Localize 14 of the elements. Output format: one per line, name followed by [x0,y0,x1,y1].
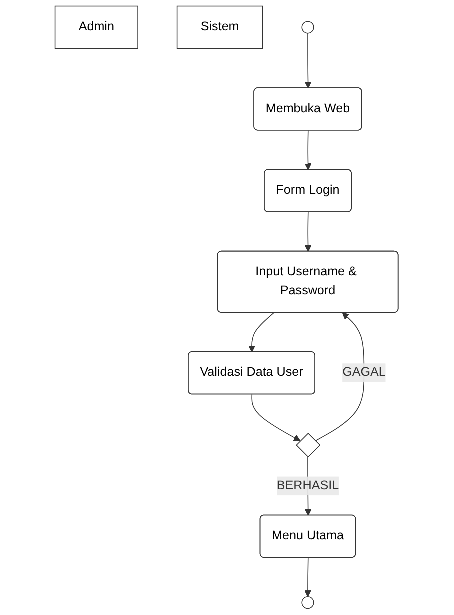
arrow [305,33,312,89]
node-box: Admin [55,6,139,50]
node-diamond [296,433,321,458]
arrow [305,212,312,252]
arrow [248,312,275,353]
edge-label: BERHASIL [277,479,340,492]
node-box: Sistem [177,6,264,50]
arrow [305,130,312,170]
node-circle [302,21,314,34]
arrow [315,312,365,442]
arrow [304,558,312,598]
edge-label: GAGAL [342,366,386,380]
arrow [252,394,301,442]
node-circle [302,596,314,610]
